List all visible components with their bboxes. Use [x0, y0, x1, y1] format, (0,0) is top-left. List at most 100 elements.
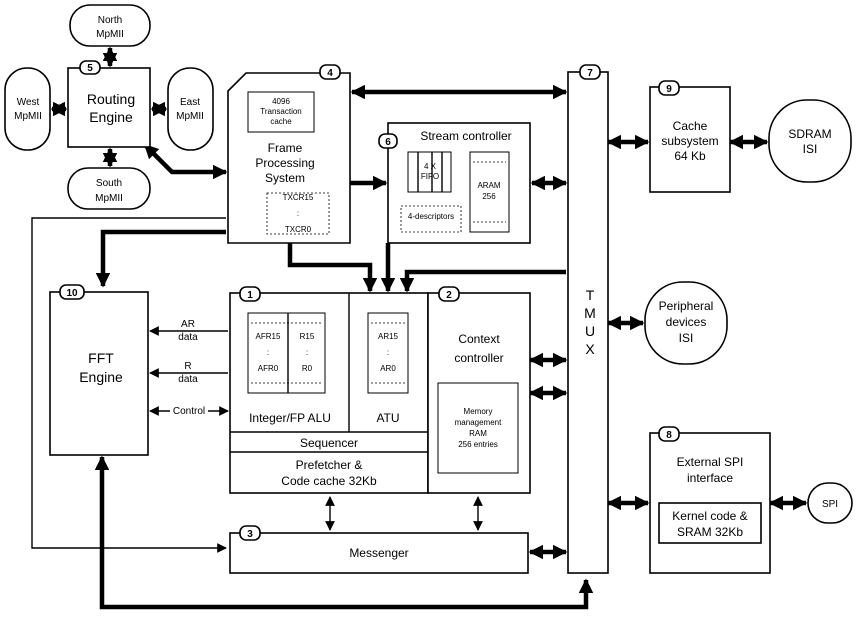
- block-number-9: 9: [666, 84, 672, 95]
- peripheral-devices-isi: Peripheral devices ISI: [644, 281, 728, 365]
- link-fft-tmux: [94, 455, 594, 610]
- svg-text:Transaction: Transaction: [260, 107, 302, 116]
- svg-text:cache: cache: [270, 117, 292, 126]
- svg-text:ARAM: ARAM: [477, 181, 500, 190]
- svg-text:MpMII: MpMII: [14, 111, 42, 122]
- svg-text:AR15: AR15: [378, 332, 399, 341]
- link-frame-fft: [95, 229, 226, 288]
- link-tmux-atu: [399, 269, 566, 293]
- prefetcher: Prefetcher &: [296, 458, 363, 472]
- transaction-cache: [247, 91, 315, 133]
- svg-text:TXCR0: TXCR0: [285, 225, 312, 234]
- alu-registers: [247, 312, 326, 394]
- svg-text:4 X: 4 X: [424, 162, 437, 171]
- block-number-10: 10: [66, 288, 78, 299]
- svg-text:management: management: [455, 418, 502, 427]
- svg-text:West: West: [17, 97, 40, 108]
- svg-text:Stream controller: Stream controller: [420, 129, 511, 143]
- svg-text:subsystem: subsystem: [661, 134, 718, 148]
- svg-text:256: 256: [482, 192, 496, 201]
- svg-text:Frame: Frame: [268, 141, 303, 155]
- svg-text:Peripheral: Peripheral: [659, 299, 714, 313]
- sdram-isi: SDRAM ISI: [768, 99, 852, 183]
- fifo: [407, 151, 452, 193]
- svg-text:South: South: [96, 178, 122, 189]
- stream-controller: Stream controller 4 X FIFO ARAM 256 4-de…: [378, 122, 531, 244]
- link-frame-atu: [287, 243, 378, 293]
- svg-text:AFR0: AFR0: [258, 364, 279, 373]
- svg-text:Integer/FP ALU: Integer/FP ALU: [249, 411, 331, 425]
- svg-text:256 entries: 256 entries: [458, 440, 498, 449]
- svg-text::: :: [306, 348, 308, 357]
- svg-text::: :: [297, 209, 299, 218]
- memory-management-ram: [437, 382, 519, 474]
- block-number-8: 8: [666, 430, 672, 441]
- port-north: North MpMII: [69, 4, 151, 47]
- block-number-3: 3: [247, 529, 253, 540]
- ar-data-label: AR: [181, 319, 195, 330]
- svg-text:MpMII: MpMII: [96, 29, 124, 40]
- svg-text:Messenger: Messenger: [349, 546, 408, 560]
- svg-text:ATU: ATU: [376, 411, 399, 425]
- svg-text:Context: Context: [458, 332, 500, 346]
- messenger: Messenger 3: [229, 525, 529, 574]
- spi: SPI: [807, 482, 853, 524]
- svg-text:Engine: Engine: [89, 109, 133, 125]
- svg-text:R0: R0: [302, 364, 313, 373]
- frame-processing-system: 4096 Transaction cache Frame Processing …: [227, 64, 351, 244]
- port-south: South MpMII: [67, 167, 151, 210]
- port-west: West MpMII: [4, 67, 51, 151]
- svg-text:Memory: Memory: [464, 407, 493, 416]
- alu-block: AFR15 : AFR0 R15 : R0 Integer/FP ALU AR1…: [229, 286, 429, 494]
- fft-link-labels: AR data R data Control: [170, 319, 208, 417]
- svg-text:East: East: [180, 97, 200, 108]
- svg-text:ISI: ISI: [679, 331, 694, 345]
- svg-text:Engine: Engine: [79, 369, 123, 385]
- routing-engine: Routing Engine 5: [67, 60, 151, 148]
- svg-text:Processing: Processing: [255, 156, 314, 170]
- external-spi-interface: External SPI interface Kernel code & SRA…: [649, 426, 771, 574]
- kernel-code-sram: [658, 502, 762, 544]
- control-label: Control: [173, 406, 205, 417]
- connections: [31, 46, 808, 610]
- svg-text:TXCR15: TXCR15: [283, 193, 314, 202]
- svg-text:External SPI: External SPI: [677, 455, 744, 469]
- svg-text:Kernel code &: Kernel code &: [672, 509, 747, 523]
- block-number-1: 1: [247, 290, 253, 301]
- svg-text:Code cache 32Kb: Code cache 32Kb: [281, 474, 377, 488]
- svg-text:4-descriptors: 4-descriptors: [408, 212, 454, 221]
- svg-text:SRAM 32Kb: SRAM 32Kb: [677, 525, 743, 539]
- svg-text::: :: [387, 348, 389, 357]
- descriptors: [400, 205, 462, 233]
- block-number-7: 7: [587, 68, 593, 79]
- block-number-2: 2: [446, 290, 452, 301]
- atu-registers: [367, 312, 409, 394]
- svg-text:M: M: [584, 305, 596, 321]
- svg-text:R15: R15: [300, 332, 315, 341]
- svg-text:North: North: [98, 15, 122, 26]
- svg-text:X: X: [585, 341, 595, 357]
- r-data-label: R: [184, 361, 191, 372]
- context-controller: Context controller Memory management RAM…: [427, 286, 531, 494]
- link-frame-messenger: [31, 217, 227, 553]
- svg-text:controller: controller: [454, 351, 503, 365]
- svg-text:U: U: [585, 323, 595, 339]
- block-number-6: 6: [385, 137, 391, 148]
- svg-text:devices: devices: [666, 315, 707, 329]
- svg-text:Routing: Routing: [87, 91, 135, 107]
- txcr-registers: [266, 192, 330, 235]
- svg-text:FFT: FFT: [88, 350, 114, 366]
- svg-text::: :: [267, 348, 269, 357]
- svg-text:System: System: [265, 171, 305, 185]
- svg-text:SDRAM: SDRAM: [788, 127, 831, 141]
- svg-text:SPI: SPI: [822, 499, 838, 510]
- svg-text:MpMII: MpMII: [95, 193, 123, 204]
- svg-text:Cache: Cache: [673, 119, 708, 133]
- svg-text:RAM: RAM: [469, 429, 487, 438]
- svg-text:AFR15: AFR15: [256, 332, 281, 341]
- fft-engine: FFT Engine 10: [49, 284, 149, 456]
- svg-text:64 Kb: 64 Kb: [674, 149, 706, 163]
- tmux: T M U X 7: [567, 64, 609, 574]
- block-number-4: 4: [327, 68, 333, 79]
